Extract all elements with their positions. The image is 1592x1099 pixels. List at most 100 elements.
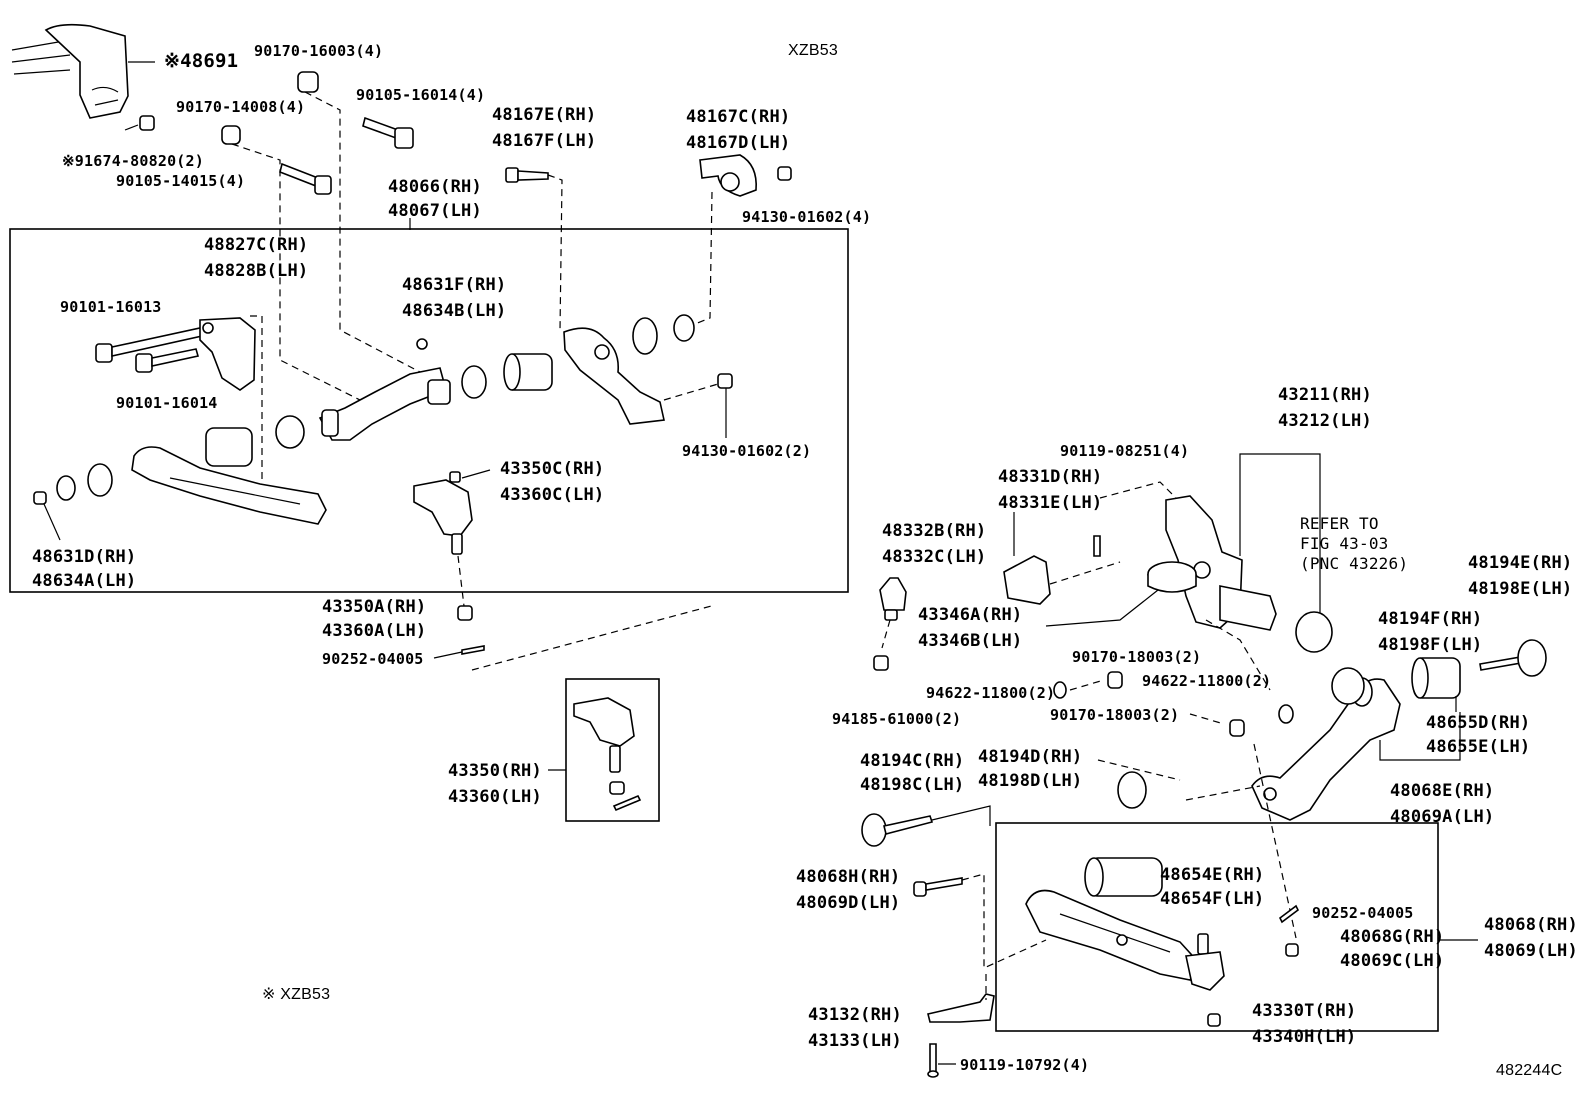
refer-note: REFER TO FIG 43-03 (PNC 43226): [1300, 514, 1408, 574]
part-label-43340h-lh: 43340H(LH): [1252, 1027, 1357, 1047]
part-label-48068-rh: 48068(RH): [1484, 915, 1578, 935]
part-label-91674-80820: ※91674-80820(2): [62, 152, 204, 170]
part-label-90252-04005-a: 90252-04005: [322, 650, 424, 668]
part-label-90101-16013: 90101-16013: [60, 298, 162, 316]
part-label-43133-lh: 43133(LH): [808, 1031, 902, 1051]
bolt-90105-14015-drawing: [279, 162, 332, 195]
part-label-48331d: 48331D(RH) 48331E(LH): [998, 466, 1102, 514]
bushing-upper-drawing: [461, 353, 553, 399]
part-label-48332c-lh: 48332C(LH): [882, 547, 987, 567]
washer-48194d-drawing: [1117, 771, 1147, 809]
part-label-48194c-rh: 48194C(RH): [860, 751, 965, 771]
part-label-48068h-rh: 48068H(RH): [796, 867, 901, 887]
part-label-90170-14008: 90170-14008(4): [176, 98, 306, 116]
guide-17: [1185, 785, 1261, 801]
bolt-90105-16014-drawing: [362, 116, 414, 149]
part-label-48068e: 48068E(RH) 48069A(LH): [1390, 780, 1494, 828]
part-label-48631f: 48631F(RH) 48634B(LH): [402, 274, 506, 322]
guide-18: [961, 873, 1047, 969]
guide-1: [231, 143, 381, 411]
part-label-94185-61000: 94185-61000(2): [832, 710, 962, 728]
part-label-43330t-rh: 43330T(RH): [1252, 1001, 1357, 1021]
part-label-48198c-lh: 48198C(LH): [860, 775, 965, 795]
nut-90170-16003-drawing: [297, 71, 319, 93]
guide-11: [1049, 561, 1121, 585]
bolt-48068h-drawing: [913, 877, 963, 897]
lower-arm-48068-drawing: [1025, 889, 1201, 981]
part-label-48069a-lh: 48069A(LH): [1390, 807, 1495, 827]
part-label-48194f-rh: 48194F(RH): [1378, 609, 1483, 629]
part-label-48828b-lh: 48828B(LH): [204, 261, 309, 281]
upper-arm-group-frame: [9, 228, 849, 593]
ball-joint-43350-drawing: [573, 697, 642, 812]
part-label-94622-11800-b: 94622-11800(2): [1142, 672, 1272, 690]
part-label-48691: ※48691: [164, 50, 239, 72]
part-label-48068g-rh: 48068G(RH): [1340, 927, 1445, 947]
nut-94185-drawing: [873, 655, 889, 671]
part-label-48634a-lh: 48634A(LH): [32, 571, 137, 591]
guide-15: [1205, 619, 1271, 691]
lower-link-arm-drawing: [131, 446, 327, 525]
arm-bracket-48066-drawing: [563, 327, 665, 425]
part-label-48066-rh: 48066(RH): [388, 177, 482, 197]
part-label-48827c: 48827C(RH) 48828B(LH): [204, 234, 308, 282]
part-label-48167f-lh: 48167F(LH): [492, 131, 597, 151]
part-label-43211-rh: 43211(RH): [1278, 385, 1372, 405]
figure-id: 482244C: [1496, 1062, 1563, 1079]
footnote-model: ※ XZB53: [262, 986, 331, 1003]
bracket-48827c-drawing: [199, 317, 256, 391]
lower-arm-48068e-drawing: [1251, 677, 1401, 821]
part-label-43360c-lh: 43360C(LH): [500, 485, 605, 505]
guide-10: [1099, 481, 1177, 499]
guide-7: [663, 383, 719, 401]
part-label-90170-18003-b: 90170-18003(2): [1050, 706, 1180, 724]
pin-90252-b-drawing: [1278, 904, 1300, 924]
part-label-48654f-lh: 48654F(LH): [1160, 889, 1265, 909]
guide-4: [547, 174, 563, 331]
part-label-48654e-rh: 48654E(RH): [1160, 865, 1265, 885]
guide-5: [689, 191, 713, 327]
guide-6: [250, 315, 263, 510]
part-label-43360-lh: 43360(LH): [448, 787, 542, 807]
washer-48194f-drawing: [1331, 667, 1365, 705]
part-label-48194f: 48194F(RH) 48198F(LH): [1378, 608, 1482, 656]
part-label-94622-11800-a: 94622-11800(2): [926, 684, 1056, 702]
leader-48194c: [931, 805, 991, 826]
guide-13: [1069, 679, 1105, 691]
bolt-48167e-drawing: [505, 167, 549, 183]
model-code: XZB53: [788, 42, 838, 59]
ball-joint-43330t-drawing: [1185, 933, 1225, 1027]
leader-43346a: [1045, 589, 1159, 627]
guide-14: [1189, 713, 1225, 725]
part-label-43211: 43211(RH) 43212(LH): [1278, 384, 1372, 432]
ball-joint-inset-frame: [565, 678, 660, 822]
part-label-48194d-rh: 48194D(RH): [978, 747, 1083, 767]
leader-43350c: [461, 469, 491, 479]
refer-note-line1: REFER TO: [1300, 514, 1379, 533]
part-label-48194d: 48194D(RH) 48198D(LH): [978, 746, 1082, 792]
stopper-48331d-drawing: [1003, 555, 1051, 605]
part-label-48332b: 48332B(RH) 48332C(LH): [882, 520, 986, 568]
part-label-48167c-rh: 48167C(RH): [686, 107, 791, 127]
stopper-48332b-drawing: [879, 577, 907, 621]
part-label-48655d: 48655D(RH) 48655E(LH): [1426, 712, 1530, 758]
nut-43350a-drawing: [457, 605, 473, 621]
part-label-48631d: 48631D(RH) 48634A(LH): [32, 546, 136, 592]
part-label-43132-rh: 43132(RH): [808, 1005, 902, 1025]
nut-48068g-drawing: [1285, 943, 1299, 957]
part-label-48068h: 48068H(RH) 48069D(LH): [796, 866, 900, 914]
bolts-90101-drawing: [95, 327, 203, 373]
part-label-48332b-rh: 48332B(RH): [882, 521, 987, 541]
part-label-43346b-lh: 43346B(LH): [918, 631, 1023, 651]
part-label-48654e: 48654E(RH) 48654F(LH): [1160, 864, 1264, 910]
part-label-48198e-lh: 48198E(LH): [1468, 579, 1573, 599]
part-label-43350: 43350(RH) 43360(LH): [448, 760, 542, 808]
part-label-48066: 48066(RH) 48067(LH): [388, 176, 482, 222]
part-label-48167e: 48167E(RH) 48167F(LH): [492, 104, 596, 152]
leader-90252-a: [433, 651, 463, 659]
part-label-48194c: 48194C(RH) 48198C(LH): [860, 750, 964, 796]
part-label-48167d-lh: 48167D(LH): [686, 133, 791, 153]
leader-43211: [1239, 453, 1321, 618]
seal-rings-lower-drawing: [33, 463, 113, 505]
